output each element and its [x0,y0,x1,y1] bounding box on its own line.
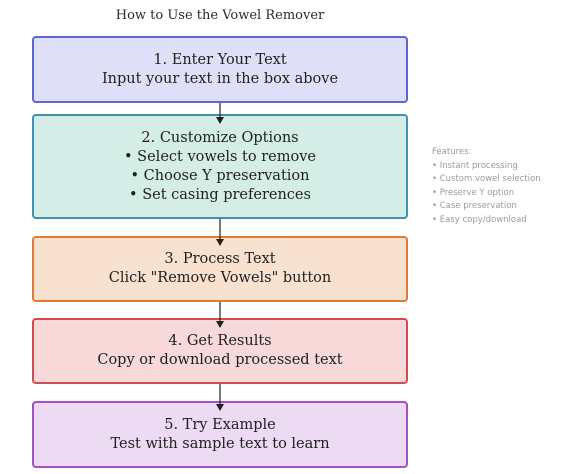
step-3-heading: 3. Process Text [164,251,276,267]
step-4-line-1: Copy or download processed text [97,352,343,368]
step-2-heading: 2. Customize Options [141,129,299,146]
feature-item: • Preserve Y option [432,187,515,198]
diagram-title: How to Use the Vowel Remover [115,8,325,23]
step-3-line-1: Click "Remove Vowels" button [108,270,332,286]
features-heading: Features: [432,147,472,157]
step-4-box: 4. Get Results Copy or download processe… [32,318,408,384]
step-2-line-1: • Select vowels to remove [124,148,316,165]
step-2-line-2: • Choose Y preservation [130,167,310,184]
feature-item: • Instant processing [432,160,518,171]
step-1-line-1: Input your text in the box above [101,70,339,87]
step-1-heading: 1. Enter Your Text [153,51,287,68]
feature-item: • Case preservation [432,201,517,211]
step-5-box: 5. Try Example Test with sample text to … [32,401,408,468]
feature-item: • Easy copy/download [432,214,527,225]
step-2-box: 2. Customize Options • Select vowels to … [32,114,408,219]
step-5-heading: 5. Try Example [164,416,276,433]
step-5-line-1: Test with sample text to learn [110,435,330,452]
step-4-heading: 4. Get Results [168,333,272,349]
step-3-box: 3. Process Text Click "Remove Vowels" bu… [32,236,408,302]
step-1-box: 1. Enter Your Text Input your text in th… [32,36,408,103]
features-note: Features: • Instant processing • Custom … [432,146,541,227]
feature-item: • Custom vowel selection [432,174,541,184]
step-2-line-3: • Set casing preferences [129,186,311,203]
